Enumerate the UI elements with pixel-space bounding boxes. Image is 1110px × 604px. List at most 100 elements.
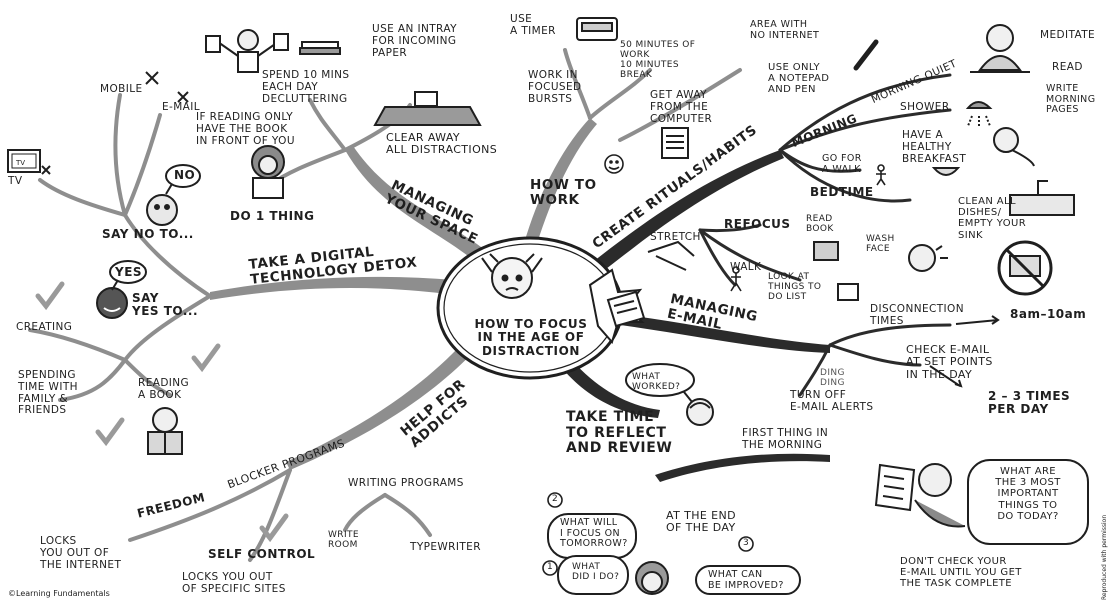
number-badges: [542, 492, 754, 576]
meditate-icon: [970, 24, 1030, 73]
say-yes-label: SAY YES TO...: [132, 291, 199, 319]
clear-distractions-label: CLEAR AWAY ALL DISTRACTIONS: [386, 131, 498, 157]
stretch-icon: [647, 240, 695, 271]
what-worked-text: WHAT WORKED?: [632, 372, 681, 393]
clean-label: CLEAN ALL DISHES/ EMPTY YOUR SINK: [958, 196, 1027, 241]
locks-internet-label: LOCKS YOU OUT OF THE INTERNET: [40, 535, 122, 571]
center-person-icon: [481, 253, 543, 299]
arrow-icon: [929, 315, 1000, 388]
side-credit-text: Reproduced with permission: [1101, 514, 1108, 600]
typewriter-label: TYPEWRITER: [410, 541, 481, 553]
times-per-day-label: 2 – 3 TIMES PER DAY: [988, 389, 1071, 417]
sleeper-icon: [908, 244, 948, 272]
spending-label: SPENDING TIME WITH FAMILY & FRIENDS: [18, 369, 78, 417]
reader-icon: [147, 407, 183, 455]
intray-label: USE AN INTRAY FOR INCOMING PAPER: [372, 23, 457, 59]
write-room-label: WRITE ROOM: [328, 530, 359, 551]
mobile-label: MOBILE: [100, 83, 143, 95]
timer-icon: [576, 17, 618, 41]
no-face-icon: [146, 164, 201, 226]
branch-reflect-morning: [655, 453, 830, 482]
email-x-icon: [177, 91, 189, 103]
meditate-label: MEDITATE: [1040, 29, 1096, 41]
book-icon: [813, 241, 859, 301]
branch-label-how-to-work: HOW TO WORK: [530, 177, 597, 209]
reading-book-label: READING A BOOK: [138, 377, 190, 401]
notebook-icon: [661, 127, 689, 159]
speech-bubbles: [547, 459, 1089, 595]
question-2-text: WHAT WILL I FOCUS ON TOMORROW?: [560, 517, 628, 550]
self-control-label: SELF CONTROL: [208, 547, 316, 561]
copyright-text: ©Learning Fundamentals: [8, 589, 110, 598]
sink-icon: [1009, 180, 1075, 216]
wash-face-label: WASH FACE: [866, 234, 895, 255]
stretch-label: STRETCH: [650, 231, 701, 243]
branch-managing-email: [598, 312, 830, 353]
pen-icon: [853, 39, 879, 71]
read-label: READ: [1052, 61, 1083, 73]
check-email-label: CHECK E-MAIL AT SET POINTS IN THE DAY: [906, 343, 993, 381]
tv-screen-label: TV: [15, 159, 25, 167]
locks-sites-label: LOCKS YOU OUT OF SPECIFIC SITES: [182, 571, 286, 595]
tv-label: TV: [8, 175, 23, 187]
say-no-label: SAY NO TO...: [102, 227, 194, 241]
disconnection-label: DISCONNECTION TIMES: [870, 303, 964, 327]
reading-girl-icon: [251, 145, 285, 199]
mobile-x-icon: [145, 71, 159, 85]
tray-icon: [373, 91, 482, 126]
question-1-text: WHAT DID I DO?: [572, 562, 620, 583]
yes-bubble-text: YES: [115, 265, 143, 279]
no-bubble-text: NO: [174, 168, 196, 182]
check-icon: [35, 281, 289, 543]
dont-check-label: DON'T CHECK YOUR E-MAIL UNTIL YOU GET TH…: [900, 556, 1022, 590]
write-pages-label: WRITE MORNING PAGES: [1046, 83, 1096, 116]
todo-label: LOOK AT THINGS TO DO LIST: [768, 272, 822, 303]
center-title: HOW TO FOCUS IN THE AGE OF DISTRACTION: [474, 317, 588, 358]
email-paper-icon: [606, 290, 646, 328]
thinker-icon: [625, 363, 714, 426]
reading-only-label: IF READING ONLY HAVE THE BOOK IN FRONT O…: [196, 111, 295, 147]
declutter-label: SPEND 10 MINS EACH DAY DECLUTTERING: [262, 69, 350, 105]
notepad-label: USE ONLY A NOTEPAD AND PEN: [768, 62, 830, 96]
timer-label: USE A TIMER: [510, 13, 556, 37]
do-one-thing-label: DO 1 THING: [230, 209, 315, 223]
shower-label: SHOWER: [900, 101, 950, 113]
branch-managing-space: [345, 146, 492, 265]
badge-3: 3: [743, 538, 750, 548]
bursts-label: WORK IN FOCUSED BURSTS: [528, 69, 582, 105]
writing-programs-label: WRITING PROGRAMS: [348, 477, 464, 489]
get-away-label: GET AWAY FROM THE COMPUTER: [650, 89, 713, 125]
badge-1: 1: [547, 562, 554, 572]
email-label: E-MAIL: [162, 101, 201, 113]
minutes-label: 50 MINUTES OF WORK 10 MINUTES BREAK: [620, 40, 696, 81]
breakfast-label: HAVE A HEALTHY BREAKFAST: [902, 129, 967, 165]
ding-label: DING DING: [820, 368, 845, 389]
declutter-person-icon: [205, 29, 341, 73]
bowl-icon: [931, 167, 961, 176]
alerts-label: TURN OFF E-MAIL ALERTS: [790, 389, 874, 413]
walk-label: WALK: [730, 261, 762, 273]
branch-digital-detox: [210, 276, 455, 300]
area-label: AREA WITH NO INTERNET: [750, 19, 820, 41]
refocus-label: REFOCUS: [724, 217, 791, 231]
yes-face-icon: [96, 260, 147, 319]
end-of-day-label: AT THE END OF THE DAY: [666, 509, 736, 535]
branch-how-to-work: [520, 118, 597, 260]
read-book-label: READ BOOK: [806, 214, 834, 235]
creating-label: CREATING: [16, 321, 73, 333]
smiley-icon: [604, 154, 624, 174]
important-things-text: WHAT ARE THE 3 MOST IMPORTANT THINGS TO …: [995, 466, 1061, 522]
no-computer-icon: [997, 240, 1053, 296]
first-thing-label: FIRST THING IN THE MORNING: [742, 427, 829, 451]
walk-morning-label: GO FOR A WALK: [822, 153, 862, 175]
hours-label: 8am–10am: [1010, 307, 1087, 321]
tv-icon: TV: [7, 149, 51, 175]
checklist-person-icon: [874, 463, 966, 528]
branch-label-reflect: TAKE TIME TO REFLECT AND REVIEW: [566, 409, 673, 457]
face-center-bottom-icon: [635, 561, 669, 595]
question-3-text: WHAT CAN BE IMPROVED?: [708, 569, 784, 591]
shower-icon: [965, 101, 1035, 167]
walker-icon: [730, 164, 886, 292]
badge-2: 2: [552, 494, 559, 504]
